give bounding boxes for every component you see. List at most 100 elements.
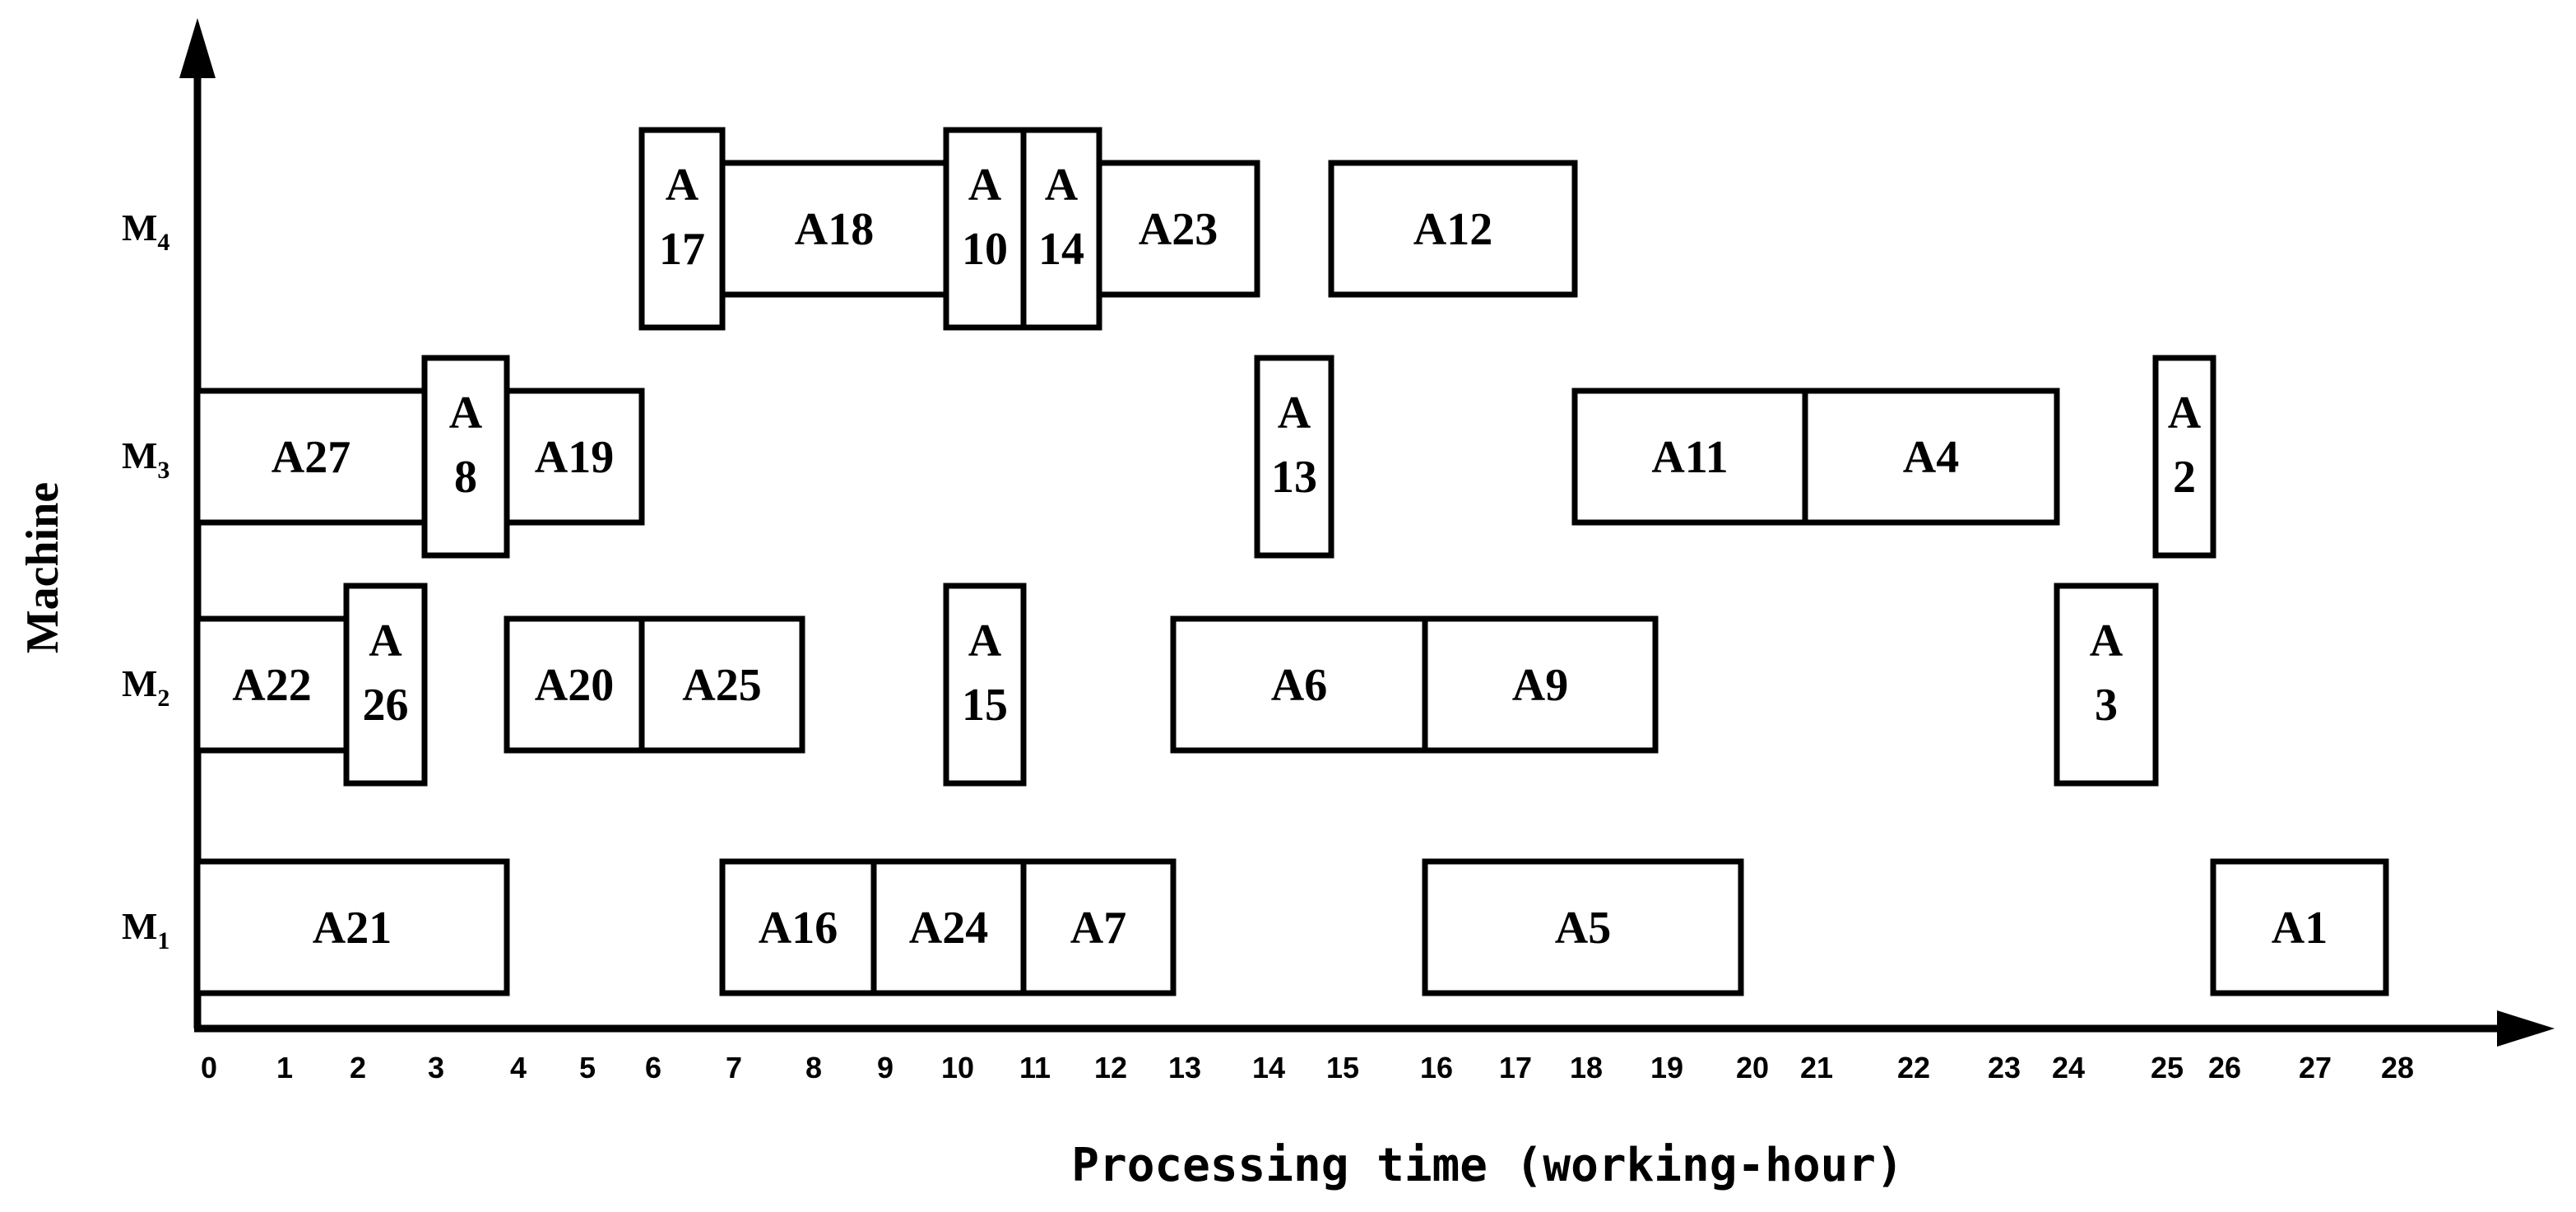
task-label: A23 bbox=[1139, 204, 1218, 255]
task-A9-group: A9 bbox=[1422, 615, 1659, 754]
task-bar bbox=[1422, 615, 1659, 754]
task-bar bbox=[194, 388, 428, 526]
x-tick-label: 25 bbox=[2151, 1051, 2184, 1084]
task-bar bbox=[194, 858, 510, 996]
task-label: A27 bbox=[272, 432, 350, 483]
task-A11-group: A11 bbox=[1571, 388, 1808, 526]
task-label: A21 bbox=[313, 903, 392, 954]
x-tick-label: 6 bbox=[645, 1051, 661, 1084]
x-tick-label: 8 bbox=[805, 1051, 822, 1084]
task-A22-group: A22 bbox=[194, 615, 350, 754]
task-A21-group: A21 bbox=[194, 858, 510, 996]
task-label: A bbox=[2090, 615, 2123, 666]
task-label: A11 bbox=[1651, 432, 1728, 483]
task-label: 3 bbox=[2095, 680, 2118, 731]
task-bar bbox=[1422, 858, 1744, 996]
task-label: A bbox=[968, 160, 1002, 211]
task-A2-group: A2 bbox=[2152, 355, 2216, 559]
task-label: A1 bbox=[2272, 903, 2328, 954]
task-bar bbox=[504, 388, 645, 526]
task-A3-group: A3 bbox=[2054, 583, 2159, 787]
x-tick-label: 16 bbox=[1420, 1051, 1453, 1084]
x-tick-label: 19 bbox=[1650, 1051, 1683, 1084]
task-label: A22 bbox=[232, 660, 311, 711]
task-A20-group: A20 bbox=[504, 615, 645, 754]
task-label: A18 bbox=[795, 204, 874, 255]
task-A14-group: A 14 bbox=[1020, 127, 1102, 331]
task-label: A19 bbox=[535, 432, 614, 483]
task-label: A4 bbox=[1903, 432, 1959, 483]
task-label: 14 bbox=[1038, 224, 1084, 275]
x-tick-label: 11 bbox=[1019, 1051, 1051, 1084]
x-tick-label: 7 bbox=[726, 1051, 742, 1084]
task-bar bbox=[194, 615, 350, 754]
task-label: 15 bbox=[962, 680, 1008, 731]
y-axis-arrow bbox=[179, 18, 216, 78]
task-A26-group: A26 bbox=[343, 583, 428, 787]
task-label: A bbox=[1045, 160, 1079, 211]
x-tick-label: 23 bbox=[1988, 1051, 2021, 1084]
task-A18-group: A18 bbox=[719, 160, 949, 298]
task-bar bbox=[421, 355, 510, 559]
task-A23-group: A23 bbox=[1096, 160, 1260, 298]
task-A10-group: A10 bbox=[943, 127, 1027, 331]
task-label: A16 bbox=[759, 903, 838, 954]
x-tick-label: 26 bbox=[2208, 1051, 2241, 1084]
task-label: A20 bbox=[535, 660, 614, 711]
task-label: A bbox=[968, 615, 1002, 666]
task-label: 8 bbox=[454, 452, 477, 503]
x-axis-title: Processing time (working-hour) bbox=[1071, 1139, 1903, 1192]
x-tick-label: 13 bbox=[1168, 1051, 1201, 1084]
x-tick-label: 1 bbox=[276, 1051, 293, 1084]
task-bar bbox=[1328, 160, 1578, 298]
task-bar bbox=[343, 583, 428, 787]
task-A19-group: A19 bbox=[504, 388, 645, 526]
task-A7-group: A7 bbox=[1020, 858, 1177, 996]
task-bar bbox=[504, 615, 645, 754]
x-tick-label: 20 bbox=[1736, 1051, 1769, 1084]
task-bar bbox=[638, 615, 805, 754]
task-label: A25 bbox=[682, 660, 761, 711]
task-A17-group: A17 bbox=[638, 127, 726, 331]
x-axis-arrow bbox=[2497, 1010, 2555, 1047]
x-tick-label: 15 bbox=[1326, 1051, 1359, 1084]
task-bar bbox=[1802, 388, 2060, 526]
task-label: A5 bbox=[1555, 903, 1611, 954]
task-label: A24 bbox=[909, 903, 988, 954]
task-bar bbox=[719, 160, 949, 298]
task-label: A bbox=[666, 160, 699, 211]
task-bar bbox=[2054, 583, 2159, 787]
x-tick-label: 5 bbox=[579, 1051, 596, 1084]
x-tick-label: 21 bbox=[1800, 1051, 1833, 1084]
task-label: 2 bbox=[2173, 452, 2196, 503]
task-A8-group: A8 bbox=[421, 355, 510, 559]
task-bar bbox=[943, 127, 1027, 331]
task-label: A12 bbox=[1413, 204, 1492, 255]
task-A1-group: A1 bbox=[2210, 858, 2389, 996]
task-A27-group: A27 bbox=[194, 388, 428, 526]
task-label: A bbox=[1278, 388, 1311, 439]
machine-label-m2: M2 bbox=[122, 662, 169, 712]
x-tick-label: 12 bbox=[1094, 1051, 1127, 1084]
machine-label-m1: M1 bbox=[122, 905, 169, 954]
task-A16-group: A16 bbox=[719, 858, 877, 996]
machine-label-m3: M3 bbox=[122, 434, 169, 484]
x-tick-label: 22 bbox=[1897, 1051, 1930, 1084]
task-A24-group: A24 bbox=[870, 858, 1027, 996]
task-label: A bbox=[449, 388, 483, 439]
x-tick-label: 28 bbox=[2381, 1051, 2414, 1084]
task-A25-group: A25 bbox=[638, 615, 805, 754]
task-label: A6 bbox=[1271, 660, 1327, 711]
x-tick-label: 17 bbox=[1499, 1051, 1532, 1084]
task-label: A9 bbox=[1512, 660, 1568, 711]
task-A15-group: A 15 bbox=[943, 583, 1027, 787]
task-bar bbox=[1096, 160, 1260, 298]
x-tick-label: 2 bbox=[350, 1051, 366, 1084]
task-bar bbox=[2152, 355, 2216, 559]
x-tick-label: 0 bbox=[201, 1051, 217, 1084]
